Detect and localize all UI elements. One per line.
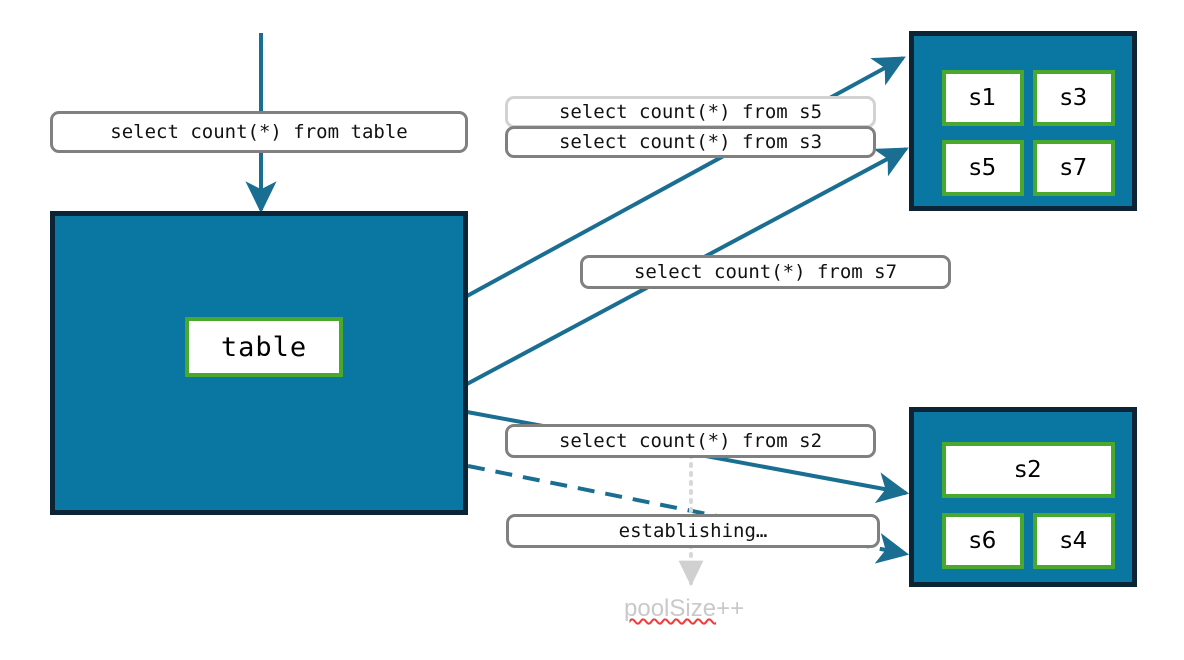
pool-slot-s6-label: s6 — [969, 528, 997, 554]
pool-slot-s5[interactable]: s5 — [942, 140, 1024, 196]
top-pool-container: s1 s3 s5 s7 — [909, 31, 1137, 211]
status-label-establishing[interactable]: establishing… — [506, 514, 880, 548]
query-label-from-s5-text: select count(*) from s5 — [558, 101, 823, 123]
pool-slot-s4[interactable]: s4 — [1033, 513, 1115, 569]
pool-slot-s7[interactable]: s7 — [1033, 140, 1115, 196]
poolsize-note-term: poolSize — [624, 595, 717, 622]
pool-slot-s2-label: s2 — [1014, 457, 1043, 483]
pool-slot-s1[interactable]: s1 — [942, 70, 1024, 126]
query-label-from-s7-text: select count(*) from s7 — [633, 261, 898, 283]
table-slot[interactable]: table — [185, 317, 343, 377]
bottom-pool-container: s2 s6 s4 — [909, 407, 1137, 587]
pool-slot-s7-label: s7 — [1060, 155, 1088, 181]
pool-slot-s2[interactable]: s2 — [942, 442, 1115, 498]
pool-slot-s4-label: s4 — [1060, 528, 1088, 554]
poolsize-note: poolSize++ — [624, 595, 744, 623]
pool-slot-s3-label: s3 — [1060, 85, 1088, 111]
pool-slot-s3[interactable]: s3 — [1033, 70, 1115, 126]
pool-slot-s5-label: s5 — [969, 155, 997, 181]
query-label-from-s5[interactable]: select count(*) from s5 — [505, 96, 876, 128]
query-label-from-table[interactable]: select count(*) from table — [50, 111, 468, 153]
table-slot-label: table — [220, 331, 308, 363]
pool-slot-s1-label: s1 — [969, 85, 997, 111]
table-container: table — [50, 211, 468, 515]
poolsize-note-suffix: ++ — [716, 595, 745, 622]
status-label-establishing-text: establishing… — [618, 520, 768, 542]
query-label-from-s3-text: select count(*) from s3 — [558, 131, 823, 153]
query-label-from-s2[interactable]: select count(*) from s2 — [505, 424, 876, 458]
query-label-from-s3[interactable]: select count(*) from s3 — [505, 126, 876, 158]
query-label-from-s7[interactable]: select count(*) from s7 — [580, 255, 951, 289]
query-label-from-s2-text: select count(*) from s2 — [558, 430, 823, 452]
query-label-from-table-text: select count(*) from table — [110, 121, 408, 143]
pool-slot-s6[interactable]: s6 — [942, 513, 1024, 569]
